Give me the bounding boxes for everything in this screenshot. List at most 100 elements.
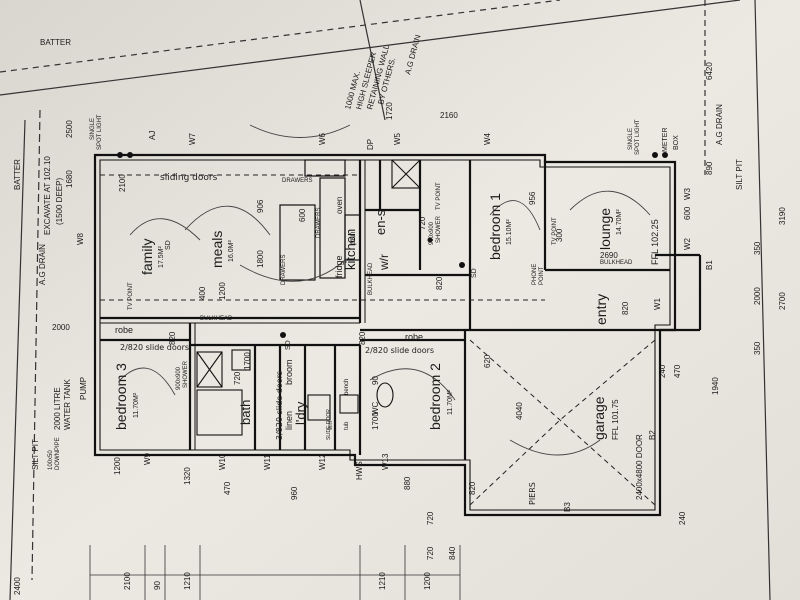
bulkhead-note-1: BULKHEAD <box>200 316 233 322</box>
water-tank-line1: 2000 LITRE <box>53 387 62 430</box>
drawers-note-3: DRAWERS <box>281 255 287 285</box>
dim-1800: 1800 <box>256 250 265 268</box>
house-walls <box>93 153 702 517</box>
dim-956: 956 <box>528 191 537 205</box>
bulkhead-note-2: BULKHEAD <box>368 262 374 295</box>
dim-2500: 2500 <box>65 120 74 138</box>
wall-w1: W1 <box>653 297 662 310</box>
meter-box-line1: METER <box>662 128 669 153</box>
drawers-note-2: DRAWERS <box>316 208 322 238</box>
dim-840: 840 <box>448 546 457 560</box>
dim-1940: 1940 <box>711 377 720 395</box>
excavate-deep-note: (1500 DEEP) <box>55 178 64 225</box>
site-boundary <box>0 0 771 600</box>
dim-240b: 240 <box>678 511 687 525</box>
wall-w4: W4 <box>483 132 492 145</box>
drawers-note-1: DRAWERS <box>282 178 312 184</box>
smoke-detector-2: SD <box>285 340 292 350</box>
downpipe-line1: 100x50 <box>48 450 54 470</box>
dim-960: 960 <box>290 486 299 500</box>
wall-w5: W5 <box>393 132 402 145</box>
broom-label: broom <box>284 359 294 385</box>
dim-820b: 820 <box>435 276 444 290</box>
robe1-label: robe <box>115 325 133 335</box>
ldry-label: l'dry <box>293 401 308 425</box>
dim-720c: 720 <box>426 511 435 525</box>
wir-label: w/r <box>377 254 391 271</box>
bedroom1-label: bedroom 1 <box>487 193 503 260</box>
dimensions: 2500 1680 2100 1800 906 1200 600 400 820… <box>52 62 787 560</box>
dim-720b: 720 <box>233 371 242 385</box>
dim-820a: 820 <box>168 331 177 345</box>
lounge-label: lounge <box>597 208 613 250</box>
wall-b3: B3 <box>563 502 572 512</box>
dim-820c: 820 <box>358 331 367 345</box>
dim-2000b: 2000 <box>52 323 70 332</box>
phone-point-line1: PHONE <box>532 264 538 285</box>
point-markers <box>117 152 668 338</box>
phone-point-line2: POINT <box>539 266 545 285</box>
wall-w6: W6 <box>318 132 327 145</box>
kitchen-bench <box>279 159 361 281</box>
bottom-dim-b: 90 <box>153 581 162 590</box>
dim-880: 880 <box>403 476 412 490</box>
garage-door-note: 2400x4800 DOOR <box>635 434 644 500</box>
dim-1320: 1320 <box>183 467 192 485</box>
slide-doors-laundry: 3/820 slide doors <box>275 371 284 440</box>
dim-240: 240 <box>658 364 667 378</box>
smoke-detector-3: SD <box>165 240 172 250</box>
wall-w2: W2 <box>683 237 692 250</box>
wc-label: WC <box>371 401 380 415</box>
ag-drain-left-note: A.G DRAIN <box>38 244 47 285</box>
batter-top-note: BATTER <box>40 38 71 47</box>
pan-note: pan <box>348 232 357 245</box>
bottom-dim-chain <box>89 545 461 600</box>
wall-b2: B2 <box>648 430 657 440</box>
water-tank-line2: WATER TANK <box>63 379 72 430</box>
dim-400: 400 <box>198 286 207 300</box>
meals-area: 16.0M² <box>228 240 235 262</box>
shower-note-2b: SHOWER <box>183 360 189 388</box>
dim-470b: 470 <box>223 481 232 495</box>
dim-720d: 720 <box>426 546 435 560</box>
wall-w11: W11 <box>263 454 272 470</box>
dim-3190: 3190 <box>778 207 787 225</box>
family-area: 17.5M² <box>158 246 165 268</box>
dim-4040: 4040 <box>515 402 524 420</box>
bedroom2-label: bedroom 2 <box>427 363 443 430</box>
dim-1720: 1720 <box>385 102 394 120</box>
linen-label: linen <box>284 411 294 430</box>
dim-820d: 820 <box>621 301 630 315</box>
spot-right-line2: SPOT LIGHT <box>635 119 641 155</box>
dim-620: 620 <box>483 354 492 368</box>
dim-890: 890 <box>705 161 714 175</box>
dim-2700: 2700 <box>778 292 787 310</box>
bottom-dim-c: 1210 <box>183 572 192 590</box>
electrical-arcs <box>119 124 651 456</box>
wall-dp: DP <box>366 139 375 150</box>
spot-left-line1: SINGLE <box>90 118 96 140</box>
bottom-dims: 2100 90 1210 1210 1200 2400 <box>13 572 432 595</box>
silt-pit-left-note: SILT PIT <box>31 439 40 470</box>
lounge-ffl: FFL 102.25 <box>650 219 660 265</box>
wall-w9: W9 <box>143 452 152 465</box>
sliding-doors-note: sliding doors <box>160 173 218 183</box>
bath-label: bath <box>238 400 253 425</box>
kitchen-label: kitchen <box>343 229 358 270</box>
bottom-dim-a: 2100 <box>123 572 132 590</box>
dim-600b: 600 <box>683 206 692 220</box>
dim-470: 470 <box>673 364 682 378</box>
tv-point-note-2: TV POINT <box>436 182 442 210</box>
spot-right-line1: SINGLE <box>628 128 634 150</box>
oven-note: oven <box>335 197 344 214</box>
dim-1700: 1700 <box>371 412 380 430</box>
wall-codes: W1 W2 W3 W4 W5 W6 W7 W8 W9 W10 W11 W12 W… <box>76 131 714 512</box>
hws-note: HWS <box>355 461 364 480</box>
dim-1700b: 1700 <box>243 352 252 370</box>
bedroom3-label: bedroom 3 <box>113 363 129 430</box>
excavate-note: EXCAVATE AT 102.10 <box>43 156 52 235</box>
shower-note-1a: 900x900 <box>429 221 435 245</box>
piers-note: PIERS <box>528 482 537 505</box>
